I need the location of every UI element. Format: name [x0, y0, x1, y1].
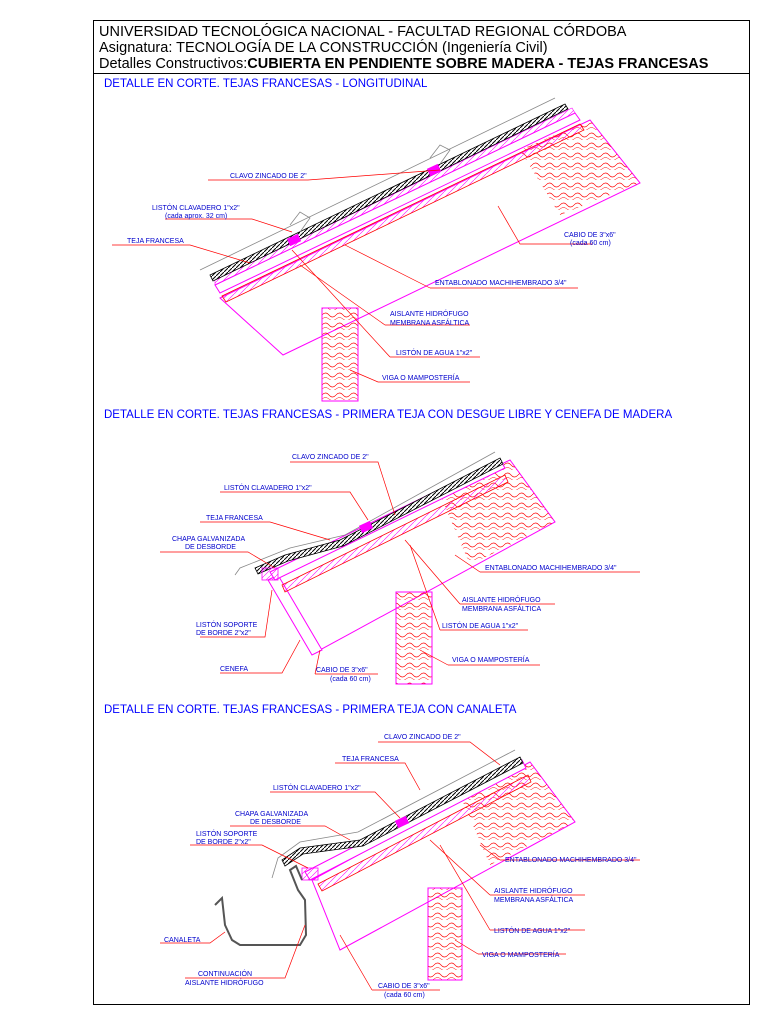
- label-viga-3: VIGA O MAMPOSTERÍA: [482, 950, 560, 959]
- label-viga-1: VIGA O MAMPOSTERÍA: [382, 373, 460, 382]
- label-liston-soporte-2: LISTÓN SOPORTE: [196, 620, 258, 629]
- leaders-1: [112, 169, 592, 383]
- gutter-3: [214, 864, 308, 946]
- course-title: Asignatura: TECNOLOGÍA DE LA CONSTRUCCIÓ…: [99, 40, 548, 56]
- label-teja-1: TEJA FRANCESA: [127, 238, 184, 245]
- detail-3-canaleta: CLAVO ZINCADO DE 2" TEJA FRANCESA LISTÓN…: [160, 734, 640, 999]
- label-chapa-3: CHAPA GALVANIZADA: [235, 811, 308, 818]
- labels-2: CLAVO ZINCADO DE 2" LISTÓN CLAVADERO 1"x…: [172, 454, 617, 683]
- membrane-2: [281, 474, 509, 593]
- label-liston-spacing-1: (cada aprox. 32 cm): [165, 213, 227, 220]
- section-title-2: DETALLE EN CORTE. TEJAS FRANCESAS - PRIM…: [104, 409, 673, 421]
- beam-1: [321, 307, 359, 402]
- label-liston-soporte-3: LISTÓN SOPORTE: [196, 829, 258, 838]
- membrane-3: [317, 774, 532, 892]
- label-cabio-spacing-1: (cada 60 cm): [570, 240, 611, 247]
- label-cabio-2: CABIO DE 3"x6": [316, 667, 368, 674]
- label-aislante-2: AISLANTE HIDRÓFUGO: [462, 595, 541, 604]
- label-aislante-3: AISLANTE HIDRÓFUGO: [494, 886, 573, 895]
- label-entablonado-2: ENTABLONADO MACHIHEMBRADO 3/4": [485, 565, 617, 572]
- label-clavo-1: CLAVO ZINCADO DE 2": [230, 173, 307, 180]
- detail-2-desague-libre: CLAVO ZINCADO DE 2" LISTÓN CLAVADERO 1"x…: [160, 451, 640, 685]
- label-cenefa-2: CENEFA: [220, 666, 248, 673]
- leaders-2: [160, 461, 640, 675]
- labels-1: CLAVO ZINCADO DE 2" LISTÓN CLAVADERO 1"x…: [127, 173, 616, 382]
- section-title-1: DETALLE EN CORTE. TEJAS FRANCESAS - LONG…: [104, 78, 428, 90]
- drawing-frame: UNIVERSIDAD TECNOLÓGICA NACIONAL - FACUL…: [93, 20, 750, 1005]
- label-liston-agua-1: LISTÓN DE AGUA 1"x2": [396, 348, 473, 357]
- label-liston-agua-2: LISTÓN DE AGUA 1"x2": [442, 621, 519, 630]
- label-teja-2: TEJA FRANCESA: [206, 515, 263, 522]
- label-cabio-3: CABIO DE 3"x6": [378, 983, 430, 990]
- label-clavo-2: CLAVO ZINCADO DE 2": [292, 454, 369, 461]
- label-teja-3: TEJA FRANCESA: [342, 756, 399, 763]
- label-liston-clavadero-1: LISTÓN CLAVADERO 1"x2": [152, 203, 240, 212]
- labels-3: CLAVO ZINCADO DE 2" TEJA FRANCESA LISTÓN…: [164, 734, 637, 999]
- label-continuacion-3: CONTINUACIÓN: [198, 969, 252, 978]
- label-liston-clavadero-3: LISTÓN CLAVADERO 1"x2": [273, 783, 361, 792]
- label-cabio-1: CABIO DE 3"x6": [564, 232, 616, 239]
- label-viga-2: VIGA O MAMPOSTERÍA: [452, 655, 530, 664]
- label-entablonado-3: ENTABLONADO MACHIHEMBRADO 3/4": [505, 857, 637, 864]
- label-desborde-3: DE DESBORDE: [250, 819, 301, 826]
- leaders-3: [160, 741, 640, 991]
- label-aislante-1: AISLANTE HIDRÓFUGO: [390, 309, 469, 318]
- university-title: UNIVERSIDAD TECNOLÓGICA NACIONAL - FACUL…: [99, 24, 627, 40]
- label-membrana-1: MEMBRANA ASFÁLTICA: [390, 318, 470, 327]
- label-borde-3: DE BORDE 2"x2": [196, 839, 251, 846]
- label-continuacion-aislante-3: AISLANTE HIDRÓFUGO: [185, 978, 264, 987]
- label-liston-clavadero-2: LISTÓN CLAVADERO 1"x2": [224, 483, 312, 492]
- drawing-title: Detalles Constructivos:CUBIERTA EN PENDI…: [99, 56, 709, 72]
- label-cabio-spacing-2: (cada 60 cm): [330, 676, 371, 683]
- label-membrana-2: MEMBRANA ASFÁLTICA: [462, 604, 542, 613]
- label-membrana-3: MEMBRANA ASFÁLTICA: [494, 895, 574, 904]
- label-liston-agua-3: LISTÓN DE AGUA 1"x2": [494, 926, 571, 935]
- label-entablonado-1: ENTABLONADO MACHIHEMBRADO 3/4": [435, 280, 567, 287]
- label-desborde-2: DE DESBORDE: [185, 544, 236, 551]
- title-block: UNIVERSIDAD TECNOLÓGICA NACIONAL - FACUL…: [94, 21, 749, 74]
- label-canaleta-3: CANALETA: [164, 937, 201, 944]
- water-batten-1: [214, 107, 576, 286]
- tile-3: [281, 756, 524, 867]
- label-clavo-3: CLAVO ZINCADO DE 2": [384, 734, 461, 741]
- label-borde-2: DE BORDE 2"x2": [196, 630, 251, 637]
- tile-1: [209, 103, 569, 282]
- membrane-1: [221, 123, 585, 303]
- beam-2: [395, 591, 433, 685]
- detail-1-longitudinal: CLAVO ZINCADO DE 2" LISTÓN CLAVADERO 1"x…: [112, 97, 641, 402]
- label-cabio-spacing-3: (cada 60 cm): [384, 992, 425, 999]
- beam-3: [427, 887, 463, 981]
- label-chapa-2: CHAPA GALVANIZADA: [172, 536, 245, 543]
- section-title-3: DETALLE EN CORTE. TEJAS FRANCESAS - PRIM…: [104, 704, 517, 716]
